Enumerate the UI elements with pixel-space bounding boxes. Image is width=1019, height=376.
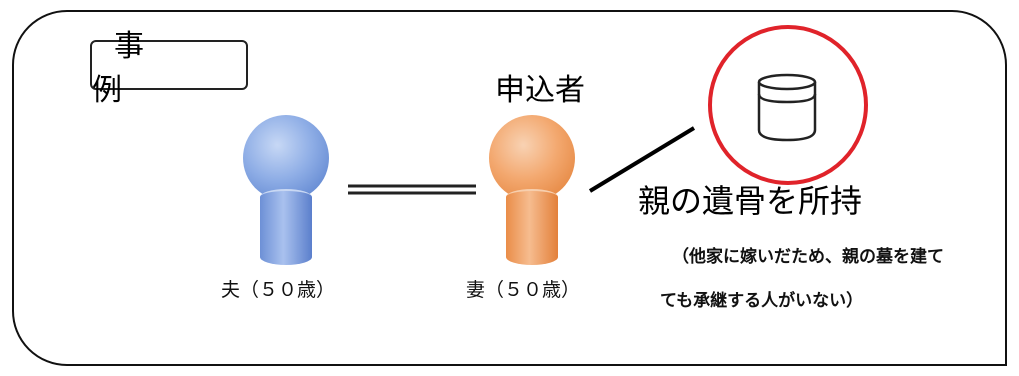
remains-label: 親の遺骨を所持 <box>638 182 863 220</box>
diagram-frame <box>12 10 1007 366</box>
urn-icon <box>757 73 817 142</box>
husband-head <box>243 115 329 201</box>
note-line-2: ても承継する人がいない） <box>660 291 864 311</box>
applicant-label: 申込者 <box>495 73 585 108</box>
note-line-1: （他家に嫁いだため、親の墓を建て <box>672 247 944 267</box>
husband-body <box>260 189 312 265</box>
wife-head <box>489 115 575 201</box>
pointer-line <box>588 126 696 193</box>
wife-body <box>506 189 558 265</box>
wife-label: 妻（５０歳） <box>466 279 581 301</box>
highlight-circle <box>708 25 868 185</box>
husband-label: 夫（５０歳） <box>221 279 336 301</box>
